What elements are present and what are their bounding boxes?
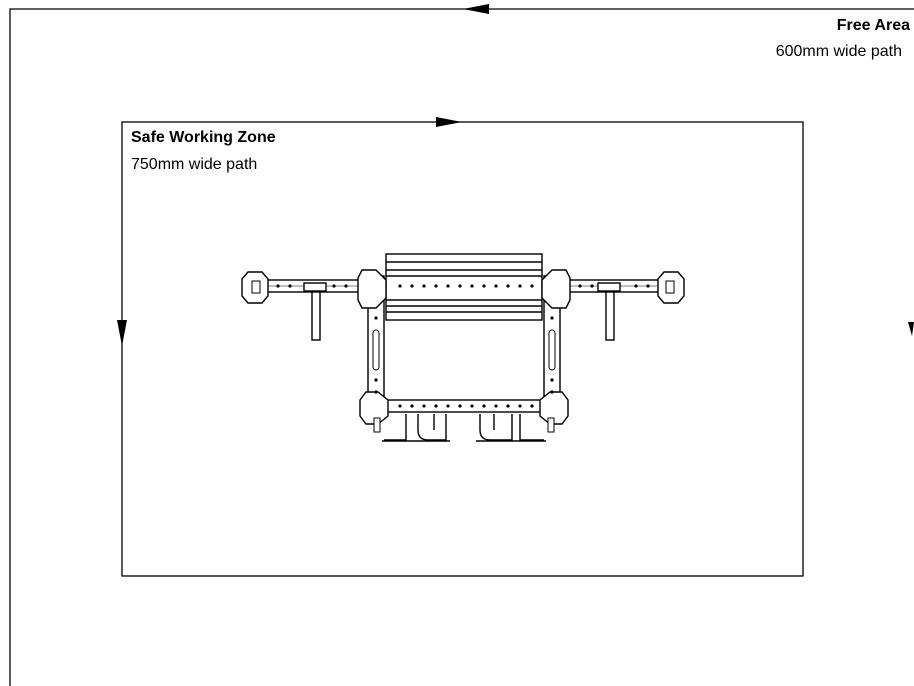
safe-zone-left-arrow (117, 320, 127, 346)
free-area-subtitle: 600mm wide path (775, 43, 902, 60)
safe-zone-boundary (121, 121, 804, 577)
safe-zone-title: Safe Working Zone (131, 129, 276, 146)
free-area-boundary (9, 8, 914, 686)
free-area-arrow (463, 4, 489, 14)
free-area-title: Free Area (836, 17, 910, 34)
rack-equipment (241, 253, 685, 442)
free-area-right-arrow (908, 322, 914, 336)
safe-zone-subtitle: 750mm wide path (131, 156, 258, 173)
safe-zone-top-arrow (436, 117, 462, 127)
